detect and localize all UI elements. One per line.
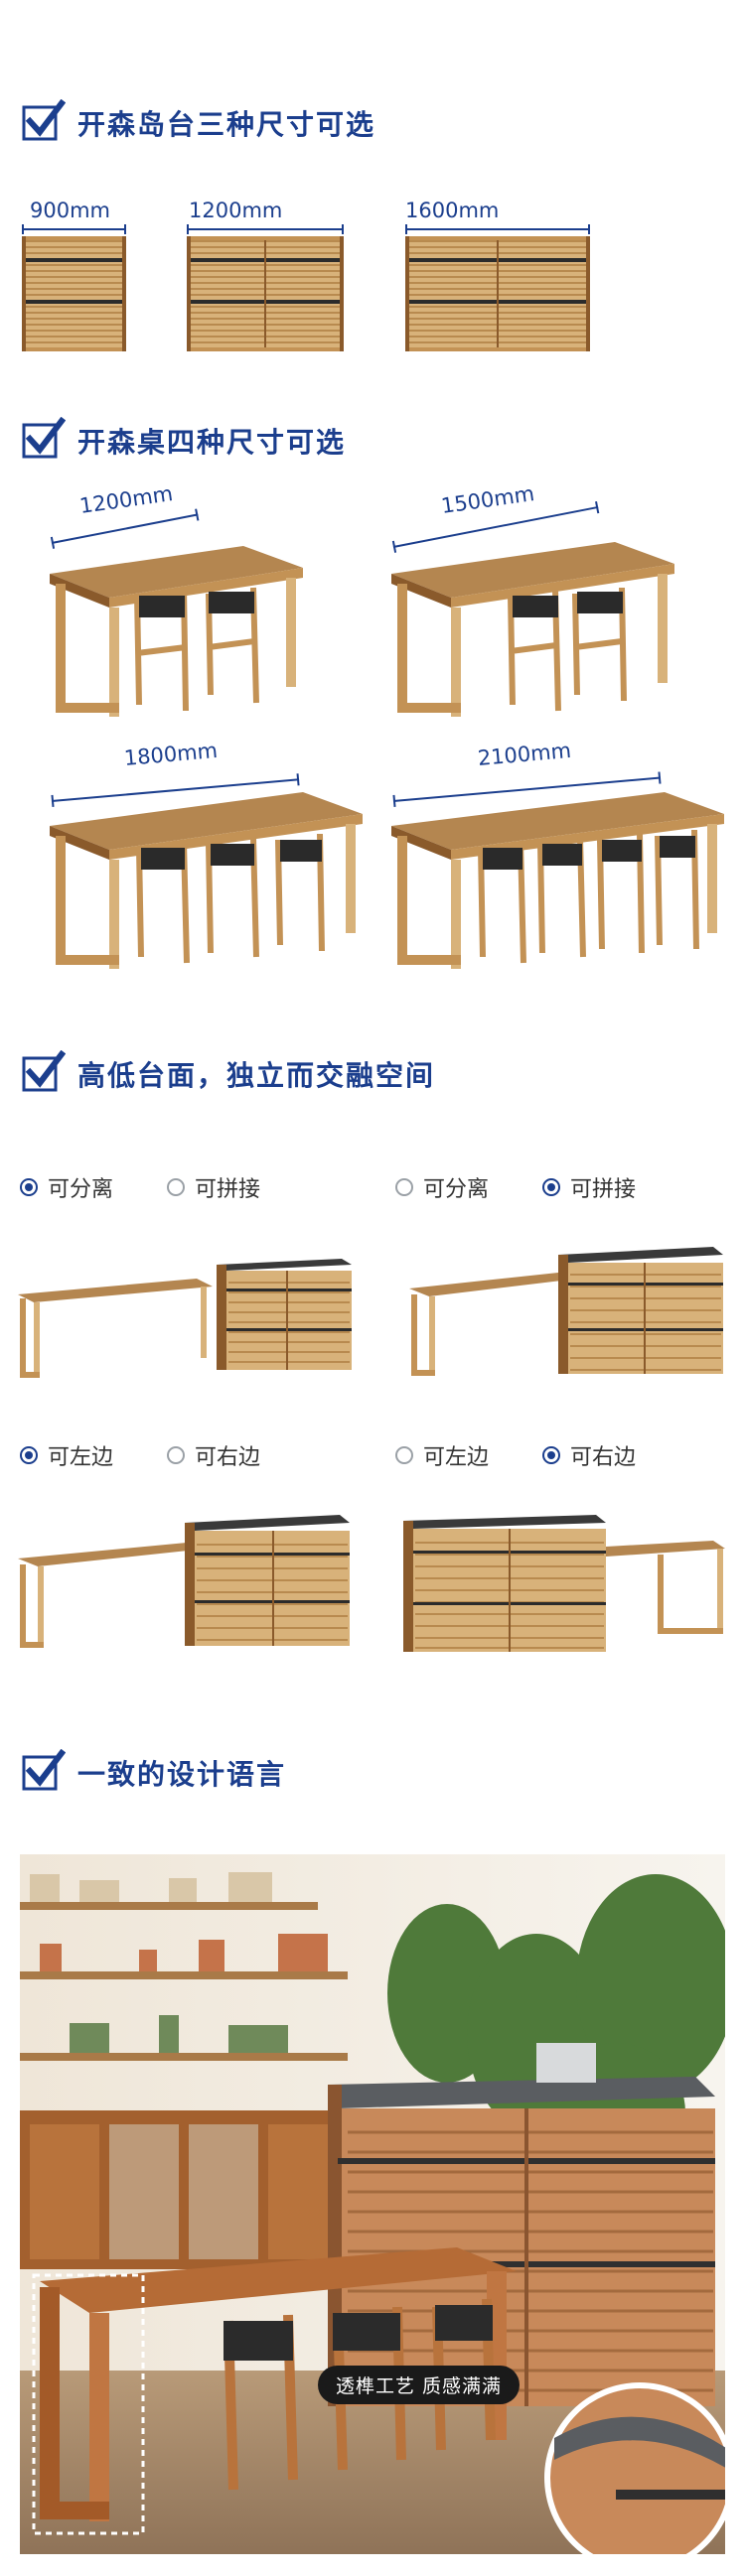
interior-photo (20, 1854, 725, 2554)
section-title: 高低台面，独立而交融空间 (77, 1059, 436, 1092)
right-arrangement (403, 1515, 725, 1652)
section-heading-height: 高低台面，独立而交融空间 (22, 1050, 436, 1094)
section-heading-table: 开森桌四种尺寸可选 (22, 417, 347, 461)
dining-table-1200 (50, 546, 303, 717)
table-size-1500: 1500mm (439, 481, 536, 518)
dimension-line (405, 224, 590, 234)
separate-arrangement (18, 1259, 352, 1378)
option-label-right: 可右边 (570, 1445, 637, 1470)
section-heading-island: 开森岛台三种尺寸可选 (22, 99, 376, 143)
dimension-line (22, 224, 126, 234)
island-cabinet-1600 (405, 236, 590, 351)
photo-caption: 透榫工艺 质感满满 (318, 2366, 521, 2404)
joined-arrangement (409, 1247, 723, 1376)
island-size-1200: 1200mm (189, 199, 283, 222)
section-title: 开森岛台三种尺寸可选 (77, 108, 376, 141)
section-title: 开森桌四种尺寸可选 (77, 426, 347, 459)
option-label-joinable: 可拼接 (570, 1177, 637, 1202)
option-label-left: 可左边 (48, 1445, 114, 1470)
check-box-icon (22, 1749, 66, 1793)
option-group-left: 可左边 可右边 (20, 1439, 260, 1471)
section-title: 一致的设计语言 (77, 1758, 287, 1791)
dining-table-2100 (391, 792, 724, 969)
radio-selected-icon[interactable] (20, 1446, 38, 1464)
radio-selected-icon[interactable] (20, 1178, 38, 1196)
option-label-separate: 可分离 (48, 1177, 114, 1202)
dining-table-1800 (50, 792, 363, 969)
table-size-1200: 1200mm (77, 481, 175, 518)
island-cabinet-900 (22, 236, 126, 351)
option-group-joinable: 可分离 可拼接 (395, 1171, 636, 1203)
option-label-right: 可右边 (195, 1445, 261, 1470)
check-box-icon (22, 417, 66, 461)
left-arrangement (18, 1515, 350, 1648)
radio-selected-icon[interactable] (542, 1446, 561, 1464)
option-group-separate: 可分离 可拼接 (20, 1171, 260, 1203)
dining-table-1500 (391, 542, 674, 717)
check-box-icon (22, 1050, 66, 1094)
radio-unselected-icon[interactable] (395, 1178, 413, 1196)
option-label-separate: 可分离 (423, 1177, 490, 1202)
island-size-900: 900mm (30, 199, 110, 222)
radio-unselected-icon[interactable] (167, 1178, 186, 1196)
option-group-right: 可左边 可右边 (395, 1439, 636, 1471)
dimension-line (187, 224, 344, 234)
option-label-left: 可左边 (423, 1445, 490, 1470)
radio-unselected-icon[interactable] (167, 1446, 186, 1464)
island-cabinet-1200 (187, 236, 344, 351)
section-heading-design: 一致的设计语言 (22, 1749, 287, 1793)
island-size-1600: 1600mm (405, 199, 500, 222)
radio-unselected-icon[interactable] (395, 1446, 413, 1464)
table-size-2100: 2100mm (476, 738, 573, 770)
option-label-joinable: 可拼接 (195, 1177, 261, 1202)
radio-selected-icon[interactable] (542, 1178, 561, 1196)
check-box-icon (22, 99, 66, 143)
table-size-1800: 1800mm (122, 738, 220, 770)
